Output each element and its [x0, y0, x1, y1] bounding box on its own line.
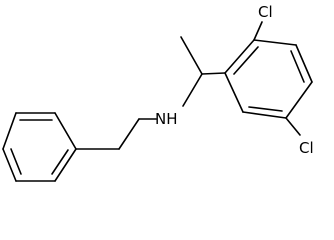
ring-to-ch-bond: [201, 72, 226, 75]
amine-label: NH: [155, 110, 178, 128]
ring-double-bond: [233, 46, 259, 75]
ring-bond: [285, 81, 313, 119]
ring-double-bond: [290, 50, 305, 83]
ring-bond: [224, 39, 255, 74]
methyl-bond: [180, 36, 203, 75]
phenyl-ring: [2, 112, 77, 182]
ring-double-bond: [10, 148, 22, 175]
ring-double-bond: [51, 149, 69, 175]
cl-bottom-bond: [285, 117, 301, 136]
dichlorophenyl-ring: [224, 39, 313, 119]
ring-bond: [2, 112, 17, 150]
ring-bond: [54, 112, 77, 150]
ring-double-bond: [248, 106, 283, 112]
ring-bond: [2, 148, 17, 182]
ring-bond: [295, 44, 313, 83]
ring-bond: [224, 72, 244, 113]
ring-bond: [242, 111, 287, 119]
cl-top-bond: [253, 21, 263, 41]
chlorine-label-bottom: Cl: [299, 139, 314, 157]
chemical-structure: Cl Cl NH: [2, 3, 314, 182]
structure-canvas: Cl Cl NH: [2, 3, 314, 182]
ch-to-nh-bond: [182, 73, 203, 107]
chlorine-label-top: Cl: [258, 3, 273, 21]
ring-bond: [54, 148, 77, 182]
ch2-ch2-bond: [118, 118, 140, 150]
ring-bond: [253, 39, 297, 46]
